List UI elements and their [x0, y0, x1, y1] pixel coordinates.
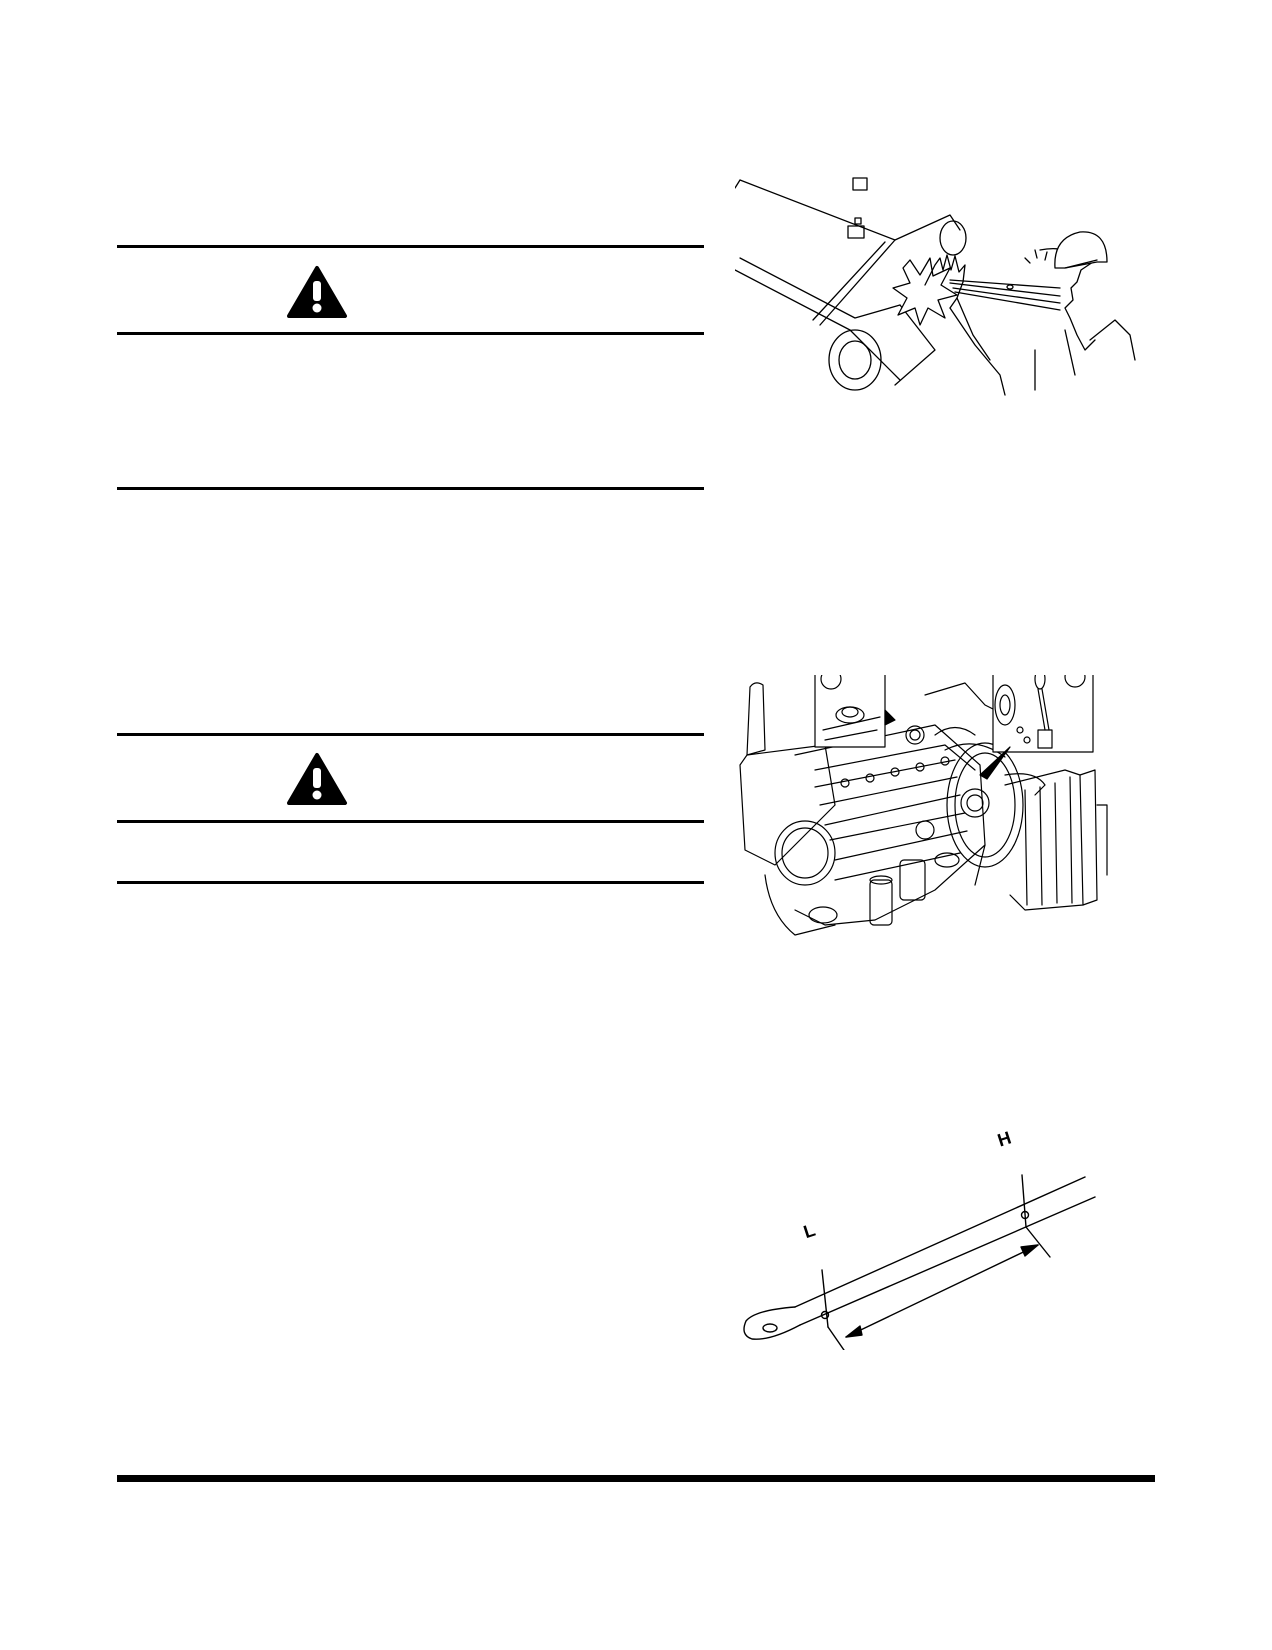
footer-rule: [117, 1475, 1155, 1482]
warning-end-rule: [117, 881, 704, 884]
warning-top-rule: [117, 733, 704, 736]
engine-illustration: [735, 675, 1145, 960]
warning-bottom-rule: [117, 332, 704, 335]
warning-top-rule: [117, 245, 704, 248]
pressure-hazard-illustration: [735, 170, 1145, 415]
dipstick-illustration: L H: [740, 1128, 1100, 1350]
warning-triangle-icon: [286, 265, 348, 319]
warning-bottom-rule: [117, 820, 704, 823]
warning-end-rule: [117, 487, 704, 490]
warning-triangle-icon: [286, 752, 348, 806]
